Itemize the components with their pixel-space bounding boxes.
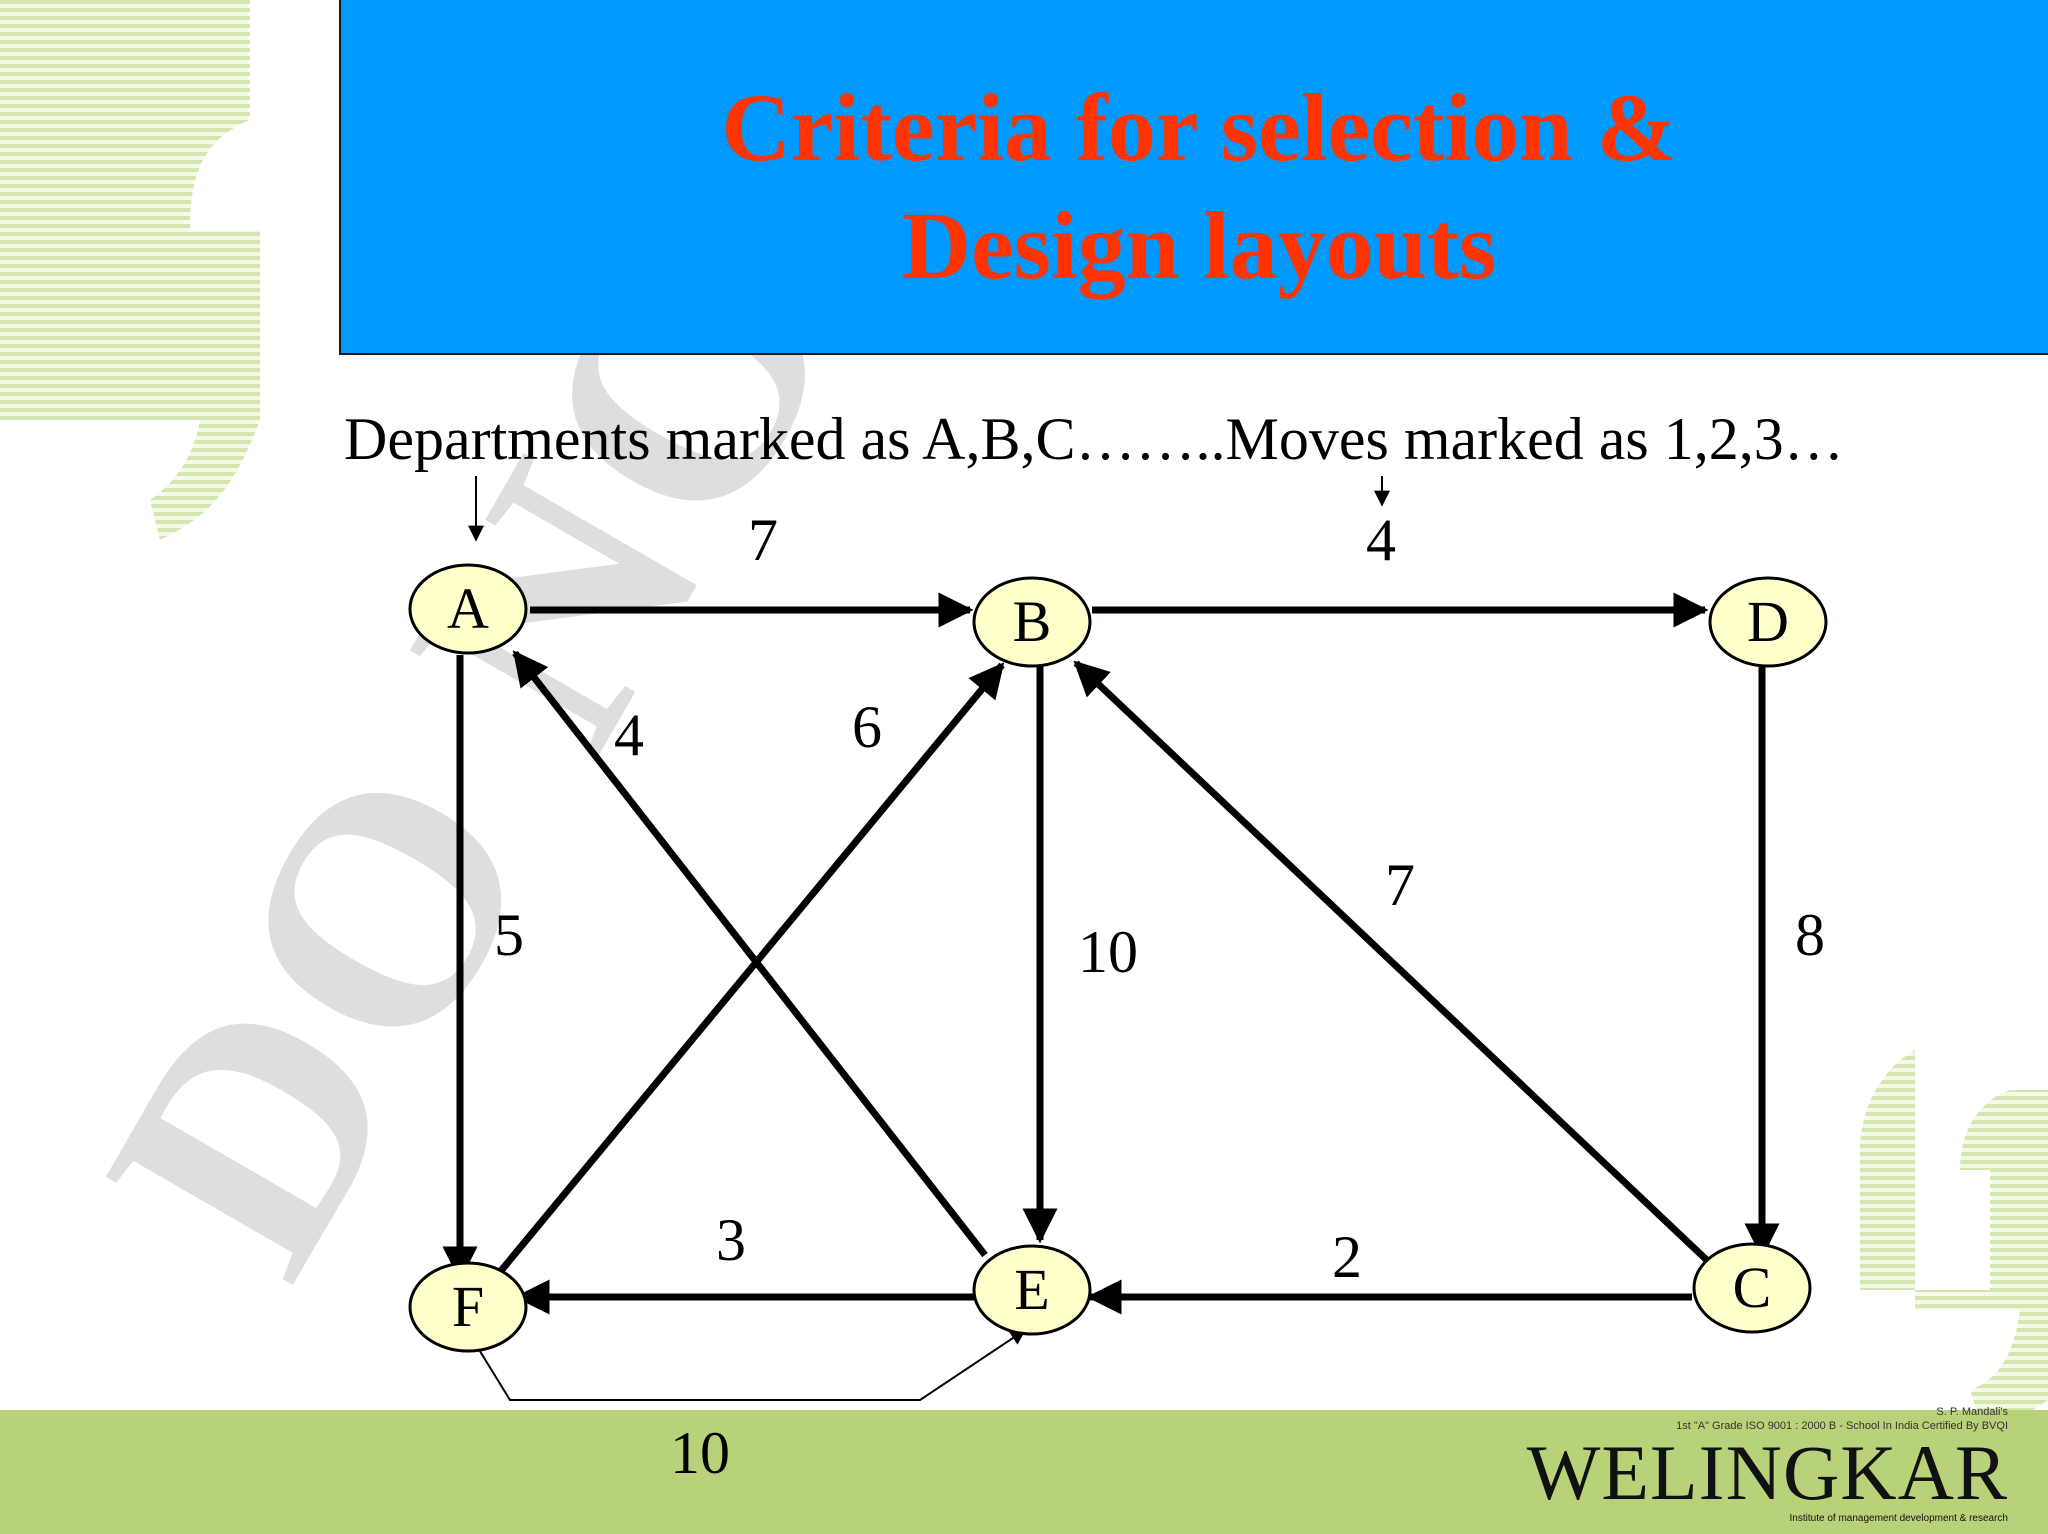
node-A: A [408,563,528,655]
edge-F-B [492,662,1005,1281]
edge-label-B-E: 10 [1078,919,1138,985]
edge-label-F-E: 10 [670,1420,730,1486]
title-line-1: Criteria for selection & [721,73,1677,181]
node-label-C: C [1733,1255,1772,1320]
title-line-2: Design layouts [901,191,1497,299]
logo-small-line-1: S. P. Mandali's [1936,1406,2008,1418]
node-label-D: D [1747,589,1789,654]
edges [442,592,1780,1401]
node-C: C [1692,1242,1812,1334]
edge-F-E [477,1329,1027,1401]
edge-label-E-F: 3 [716,1207,746,1273]
quote-right-decor [1860,1050,2048,1424]
edge-labels: 7 4 5 4 6 10 7 8 3 2 10 [494,507,1825,1486]
welingkar-logo: S. P. Mandali's 1st "A" Grade ISO 9001 :… [1527,1405,2008,1524]
logo-tagline: Institute of management development & re… [1789,1513,2008,1524]
edge-C-B [1073,660,1715,1268]
logo-name: WELINGKAR [1526,1429,2008,1516]
edge-label-C-E: 2 [1332,1224,1362,1290]
edge-label-C-B: 7 [1385,852,1415,918]
edge-label-A-B: 7 [748,507,778,573]
edge-label-F-B: 6 [852,694,882,760]
logo-small-line-2: 1st "A" Grade ISO 9001 : 2000 B - School… [1676,1420,2008,1432]
node-label-A: A [447,576,489,641]
edge-label-A-F: 5 [494,902,524,968]
subtitle: Departments marked as A,B,C……..Moves mar… [344,406,1844,472]
node-F: F [408,1261,528,1353]
nodes: A B D F E C [408,563,1828,1353]
node-E: E [972,1244,1092,1336]
node-B: B [972,576,1092,668]
edge-label-D-C: 8 [1795,902,1825,968]
node-label-F: F [452,1274,484,1339]
node-label-B: B [1013,589,1052,654]
edge-label-B-D: 4 [1366,507,1396,573]
node-label-E: E [1014,1257,1049,1322]
quote-left-decor [0,0,260,540]
edge-E-A [512,650,988,1258]
footer-bar [0,1410,2048,1534]
edge-label-E-A: 4 [614,702,644,768]
node-D: D [1708,576,1828,668]
title-banner: Criteria for selection & Design layouts [339,0,2048,355]
